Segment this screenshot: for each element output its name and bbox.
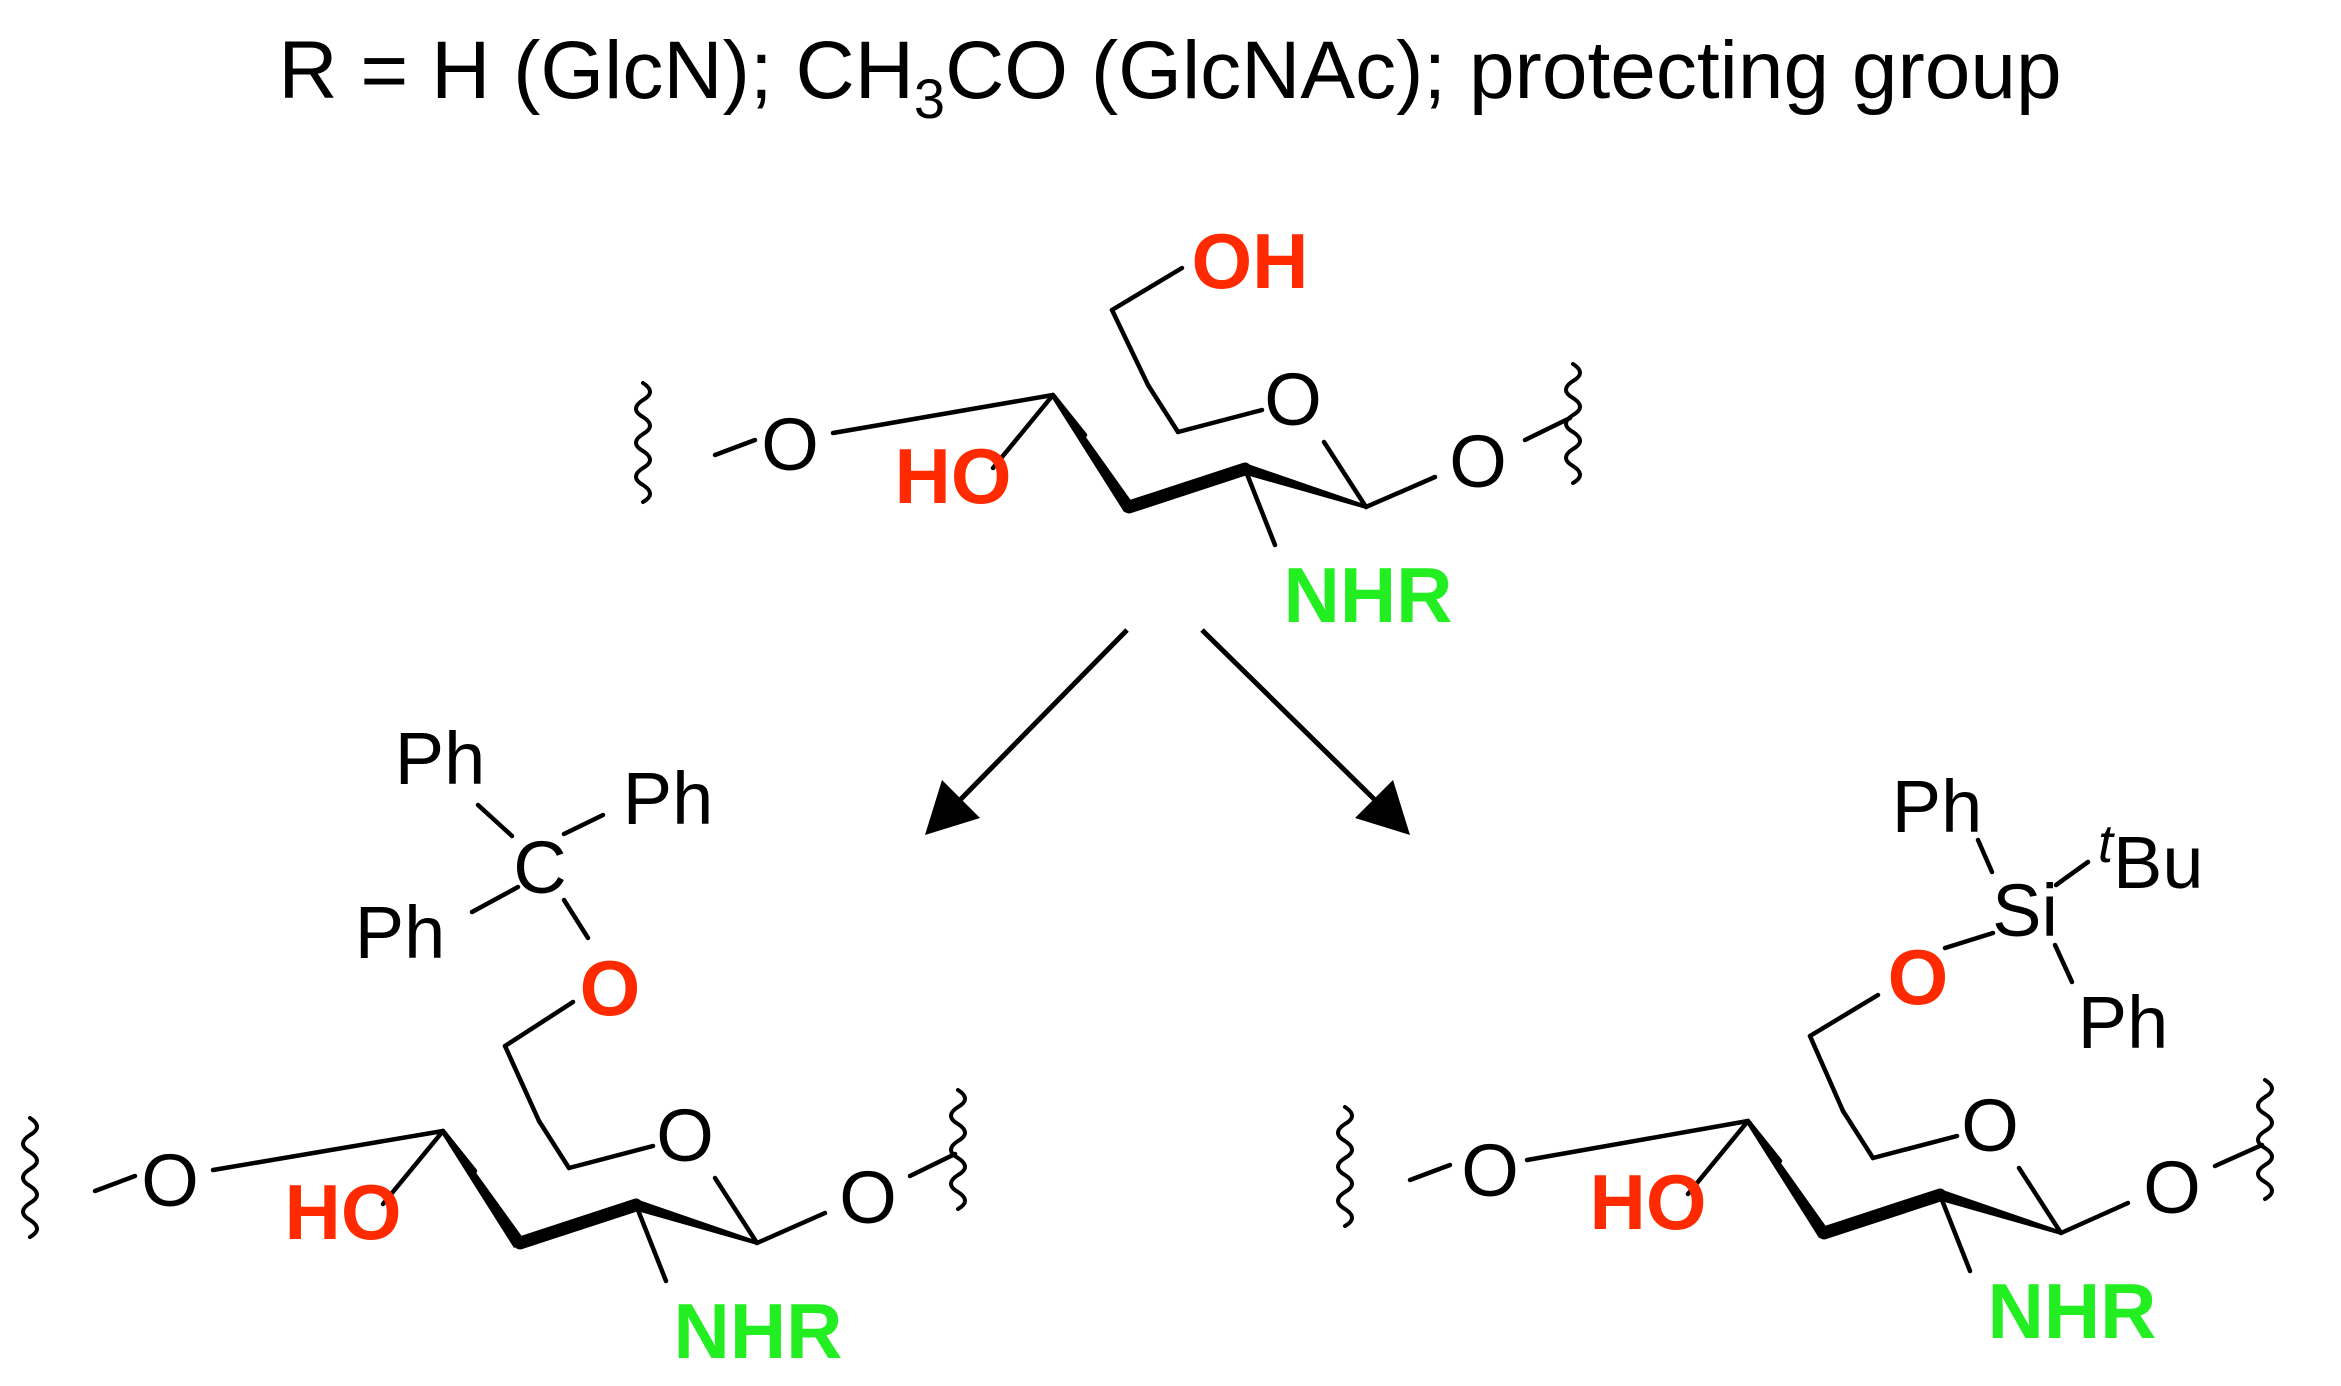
phenyl-label-top: Ph <box>1892 765 1983 848</box>
substituent-bonds <box>712 265 1573 548</box>
wavy-bond-right <box>949 1088 967 1211</box>
substituent-bonds <box>92 802 958 1284</box>
phenyl-label-top: Ph <box>395 717 486 800</box>
c6-ether-oxygen-label: O <box>1888 933 1949 1021</box>
ring-oxygen-label: O <box>1961 1084 2019 1167</box>
trityl-protected-unit: Ph Ph Ph C O O HO NHR O O <box>21 717 967 1375</box>
phenyl-label-left: Ph <box>355 891 446 974</box>
silicon-label: Si <box>1992 869 2058 952</box>
c3-hydroxyl-label: HO <box>1590 1158 1707 1246</box>
c6-hydroxyl-label: OH <box>1192 217 1309 305</box>
c6-ether-oxygen-label: O <box>580 944 641 1032</box>
amine-label: NHR <box>1284 551 1453 639</box>
ring-oxygen-label: O <box>656 1094 714 1177</box>
trityl-carbon-label: C <box>513 826 566 909</box>
phenyl-label-bottom: Ph <box>2078 981 2169 1064</box>
ring-bonds <box>210 1118 760 1250</box>
amine-label: NHR <box>674 1287 843 1375</box>
silyl-protected-unit: Ph tBu Si Ph O O HO NHR O O <box>1336 765 2274 1355</box>
wavy-bond-right <box>1564 362 1582 485</box>
c3-hydroxyl-label: HO <box>895 432 1012 520</box>
ring-bonds <box>830 382 1369 514</box>
wavy-bond-left <box>21 1116 39 1239</box>
substituent-bonds <box>1407 837 2265 1274</box>
c1-glycosidic-oxygen-label: O <box>2143 1146 2201 1229</box>
c3-hydroxyl-label: HO <box>285 1168 402 1256</box>
c4-glycosidic-oxygen-label: O <box>1461 1129 1519 1212</box>
ring-bonds <box>1524 1108 2064 1240</box>
wavy-bond-right <box>2256 1078 2274 1201</box>
tert-butyl-label: tBu <box>2098 814 2204 904</box>
phenyl-label-right: Ph <box>623 757 714 840</box>
arrow-to-silyl <box>1200 628 1410 835</box>
glucosamine-unit-top: OH O HO NHR O O <box>634 217 1582 639</box>
c4-glycosidic-oxygen-label: O <box>761 403 819 486</box>
scheme-title: R = H (GlcN); CH3CO (GlcNAc); protecting… <box>278 25 2061 130</box>
arrow-to-trityl <box>925 628 1129 835</box>
amine-label: NHR <box>1988 1267 2157 1355</box>
c4-glycosidic-oxygen-label: O <box>141 1139 199 1222</box>
wavy-bond-left <box>634 381 652 504</box>
c1-glycosidic-oxygen-label: O <box>1449 420 1507 503</box>
c1-glycosidic-oxygen-label: O <box>839 1156 897 1239</box>
wavy-bond-left <box>1336 1105 1354 1228</box>
ring-oxygen-label: O <box>1264 358 1322 441</box>
